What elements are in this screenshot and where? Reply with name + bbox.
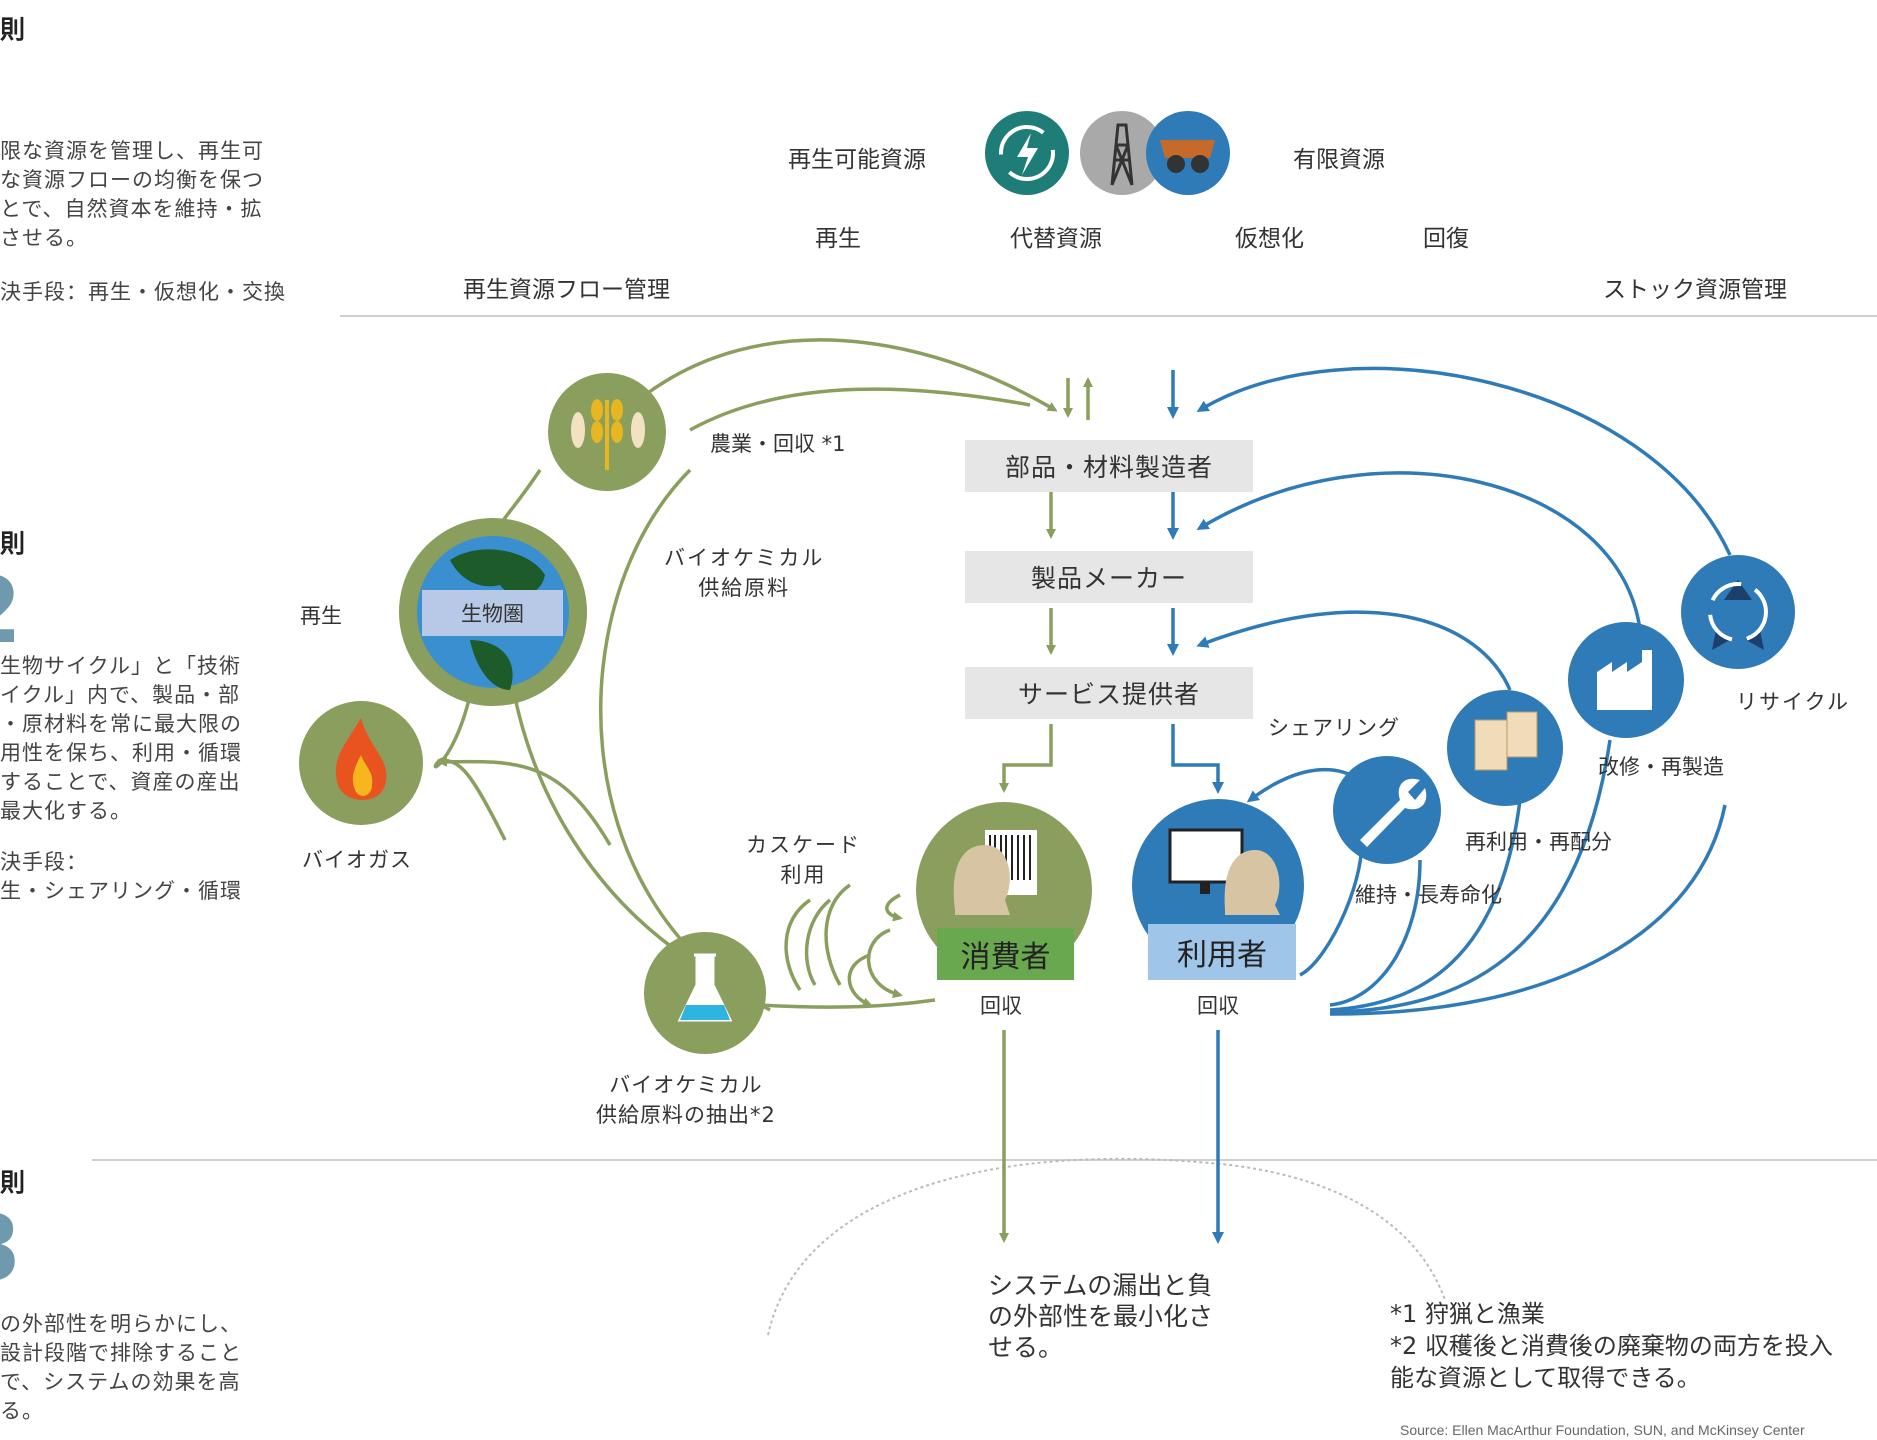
biosphere-tag: 生物圏 [422, 590, 563, 636]
refurbish-label: 改修・再製造 [1598, 755, 1724, 779]
substitute-label: 代替資源 [1010, 226, 1102, 252]
factory-icon [1568, 622, 1684, 738]
flask-icon [644, 932, 766, 1054]
recycle-icon [1681, 555, 1795, 669]
principle1-heading: 則 [0, 15, 26, 44]
flow-management-heading: 再生資源フロー管理 [463, 277, 670, 303]
recycle-label: リサイクル [1736, 690, 1850, 714]
consumer-tag: 消費者 [937, 928, 1074, 980]
wrench-icon [1333, 756, 1441, 864]
user-tag: 利用者 [1148, 924, 1296, 980]
footnote-2: *2 収穫後と消費後の廃棄物の両方を投入 能な資源として取得できる。 [1390, 1332, 1833, 1392]
principle1-means: 決手段：再生・仮想化・交換 [0, 280, 286, 304]
biochemical-feedstock-label: バイオケミカル 供給原料 [664, 546, 825, 600]
service-provider-box: サービス提供者 [965, 667, 1253, 719]
principle3-number: 3 [0, 1203, 22, 1295]
principle3-text: の外部性を明らかにし、 設計段階で排除すること で、システムの効果を高 る。 [0, 1312, 242, 1423]
farming-collection-label: 農業・回収 *1 [710, 432, 846, 456]
source-credit: Source: Ellen MacArthur Foundation, SUN,… [1400, 1422, 1805, 1438]
reuse-label: 再利用・再配分 [1465, 830, 1612, 854]
extraction-label: バイオケミカル 供給原料の抽出*2 [596, 1073, 776, 1127]
wheat-fish-icon [548, 373, 666, 491]
principle2-text: 生物サイクル」と「技術 イクル」内で、製品・部 ・原材料を常に最大限の 用性を保… [0, 654, 242, 823]
biogas-label: バイオガス [302, 848, 412, 872]
consumer-collect-label: 回収 [980, 994, 1022, 1018]
stock-management-heading: ストック資源管理 [1603, 277, 1787, 303]
oil-rig-icon [1080, 111, 1164, 195]
principle2-number: 2 [0, 565, 22, 657]
flame-icon [299, 701, 423, 825]
sharing-label: シェアリング [1268, 716, 1400, 740]
principle2-heading: 則 [0, 529, 26, 558]
virtualize-label: 仮想化 [1235, 226, 1304, 252]
leakage-text: システムの漏出と負 の外部性を最小化さ せる。 [988, 1271, 1214, 1362]
cascade-label: カスケード 利用 [746, 833, 861, 887]
principle1-text: 限な資源を管理し、再生可 な資源フローの均衡を保つ とで、自然資本を維持・拡 さ… [0, 139, 264, 250]
regeneration-label: 再生 [300, 604, 342, 628]
user-collect-label: 回収 [1197, 994, 1239, 1018]
mining-truck-icon [1146, 111, 1230, 195]
principle3-heading: 則 [0, 1168, 26, 1197]
regenerate-label: 再生 [815, 226, 861, 252]
parts-manufacturer-box: 部品・材料製造者 [965, 440, 1253, 492]
finite-label: 有限資源 [1293, 147, 1385, 173]
principle2-means: 決手段： 生・シェアリング・循環 [0, 850, 242, 903]
leakage-arc [767, 1157, 1446, 1336]
restore-label: 回復 [1423, 226, 1469, 252]
boxes-icon [1447, 690, 1563, 806]
lightning-cycle-icon [985, 111, 1069, 195]
maintain-label: 維持・長寿命化 [1355, 883, 1502, 907]
footnote-1: *1 狩猟と漁業 [1390, 1300, 1545, 1328]
product-manufacturer-box: 製品メーカー [965, 551, 1253, 603]
renewable-label: 再生可能資源 [788, 147, 926, 173]
